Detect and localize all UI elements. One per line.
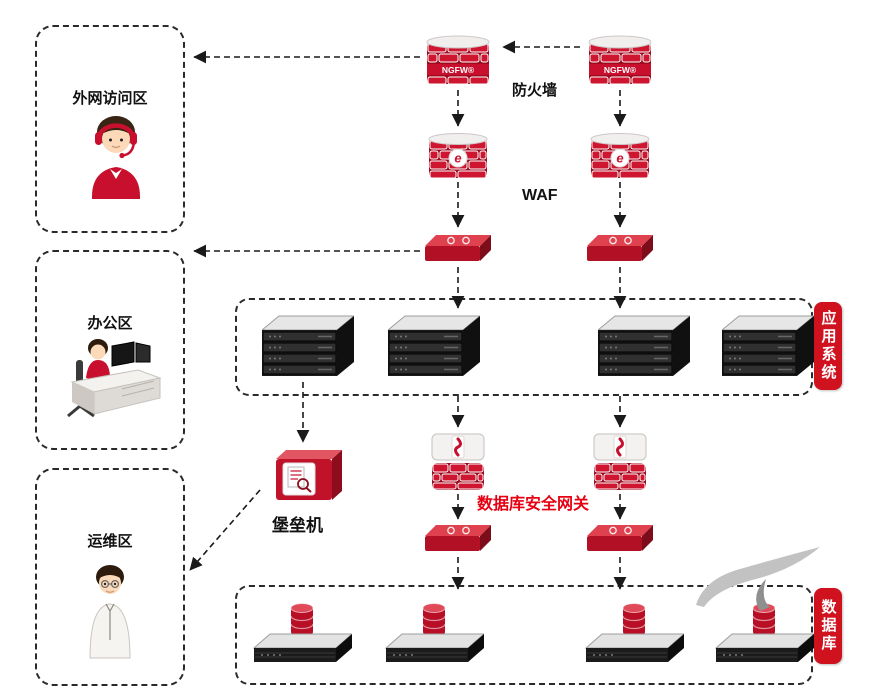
switch-bottom-right-icon [587,523,653,555]
app-server-4-icon [720,314,816,378]
waf-logo: e [454,151,461,166]
office-user-icon [62,332,162,424]
bastion-label: 堡垒机 [272,516,323,535]
db-gateway-right-icon [591,432,649,492]
app-server-2-icon [386,314,482,378]
database-cylinder-icon [290,603,314,637]
firewall-label: 防火墙 [512,82,558,99]
firewall-right-icon: NGFW® [587,34,653,88]
waf-logo: e [616,151,623,166]
switch-bottom-left-icon [425,523,491,555]
switch-top-right-icon [587,233,653,265]
zone-ops: 运维区 [35,468,185,686]
db-server-1-icon [252,600,352,674]
zone-office-label: 办公区 [87,315,133,332]
zone-external: 外网访问区 [35,25,185,233]
zone-ops-label: 运维区 [87,533,133,550]
external-user-icon [78,111,154,201]
waf-left-icon: e [427,132,489,180]
database-cylinder-icon [622,603,646,637]
zone-office: 办公区 [35,250,185,450]
db-gateway-left-icon [429,432,487,492]
zone-external-label: 外网访问区 [72,90,148,107]
app-system-badge: 应用系统 [814,302,842,390]
app-server-3-icon [596,314,692,378]
database-badge: 数据库 [814,588,842,664]
db-server-2-icon [384,600,484,674]
firewall-left-icon: NGFW® [425,34,491,88]
switch-top-left-icon [425,233,491,265]
swoosh-decoration [690,545,825,615]
app-server-1-icon [260,314,356,378]
db-server-3-icon [584,600,684,674]
db-gateway-label: 数据库安全网关 [477,496,590,513]
db-server-4-icon [714,600,814,674]
waf-right-icon: e [589,132,651,180]
bastion-host-icon [276,448,342,500]
ngfw-badge: NGFW® [604,65,637,75]
waf-label: WAF [522,187,558,204]
ngfw-badge: NGFW® [442,65,475,75]
database-cylinder-icon [422,603,446,637]
ops-user-icon [80,562,140,660]
